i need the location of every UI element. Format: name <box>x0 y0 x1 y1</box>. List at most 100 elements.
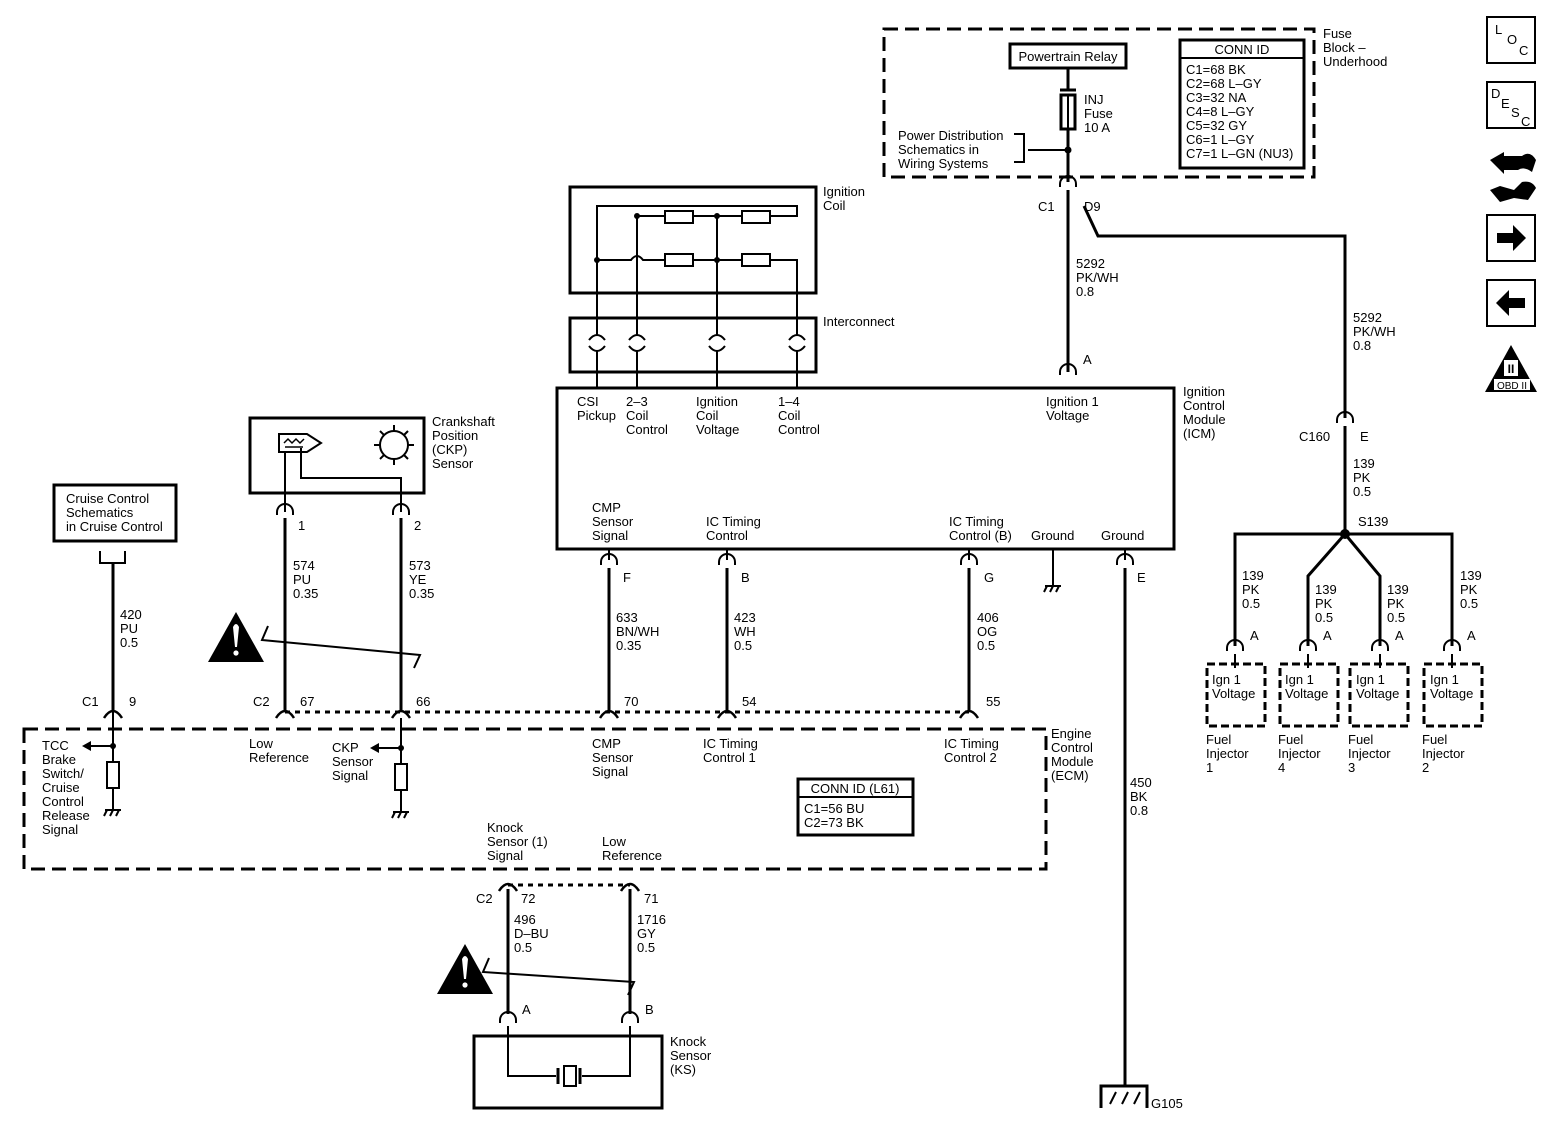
fuel-injector-3: 139 PK 0.5 A Ign 1 Voltage Fuel Injector… <box>1348 582 1410 775</box>
desc-button[interactable]: D E S C <box>1486 81 1536 129</box>
power-ref-3: Wiring Systems <box>898 156 989 171</box>
icm-pin-label: Sensor <box>592 514 634 529</box>
injector-box-text: Ign 1 <box>1356 672 1385 687</box>
wire-label: PK <box>1353 470 1371 485</box>
ground-label: G105 <box>1151 1096 1183 1111</box>
icm-pin-e: E <box>1137 570 1146 585</box>
ignition-coil: Ignition Coil <box>568 184 865 318</box>
cruise-label-3: in Cruise Control <box>66 519 163 534</box>
warning-icon <box>208 612 264 662</box>
icm-pin-label: Ignition 1 <box>1046 394 1099 409</box>
fuse-block-label-1: Fuse <box>1323 26 1352 41</box>
icm-pin-label: CMP <box>592 500 621 515</box>
ict2-label: Control 2 <box>944 750 997 765</box>
obd-numeral: II <box>1508 362 1515 376</box>
tcc-label: Control <box>42 794 84 809</box>
cruise-control-ref: Cruise Control Schematics in Cruise Cont… <box>52 483 178 712</box>
wire-label: 633 <box>616 610 638 625</box>
d9-pin-label: D9 <box>1084 199 1101 214</box>
icm-pin-f: F <box>623 570 631 585</box>
wire-label: 450 <box>1130 775 1152 790</box>
previous-page-button[interactable] <box>1486 279 1536 327</box>
icm-pin-label: Ground <box>1101 528 1144 543</box>
ckp-pin-1: 1 <box>298 518 305 533</box>
cmp-signal-label: CMP <box>592 736 621 751</box>
c160-label: C160 <box>1299 429 1330 444</box>
wire-5292-injectors <box>1082 205 1347 418</box>
wire-label: 139 <box>1315 582 1337 597</box>
tcc-label: Cruise <box>42 780 80 795</box>
knock-pin-b: B <box>645 1002 654 1017</box>
wire-label: YE <box>409 572 427 587</box>
wire-label: WH <box>734 624 756 639</box>
wire-label: 139 <box>1387 582 1409 597</box>
wire-label: 0.5 <box>734 638 752 653</box>
ckp-pin-2: 2 <box>414 518 421 533</box>
icm-pin-a: A <box>1083 352 1092 367</box>
powertrain-relay-label: Powertrain Relay <box>1019 49 1118 64</box>
ecm-c2: C2 <box>253 694 270 709</box>
wire-label: PK <box>1242 582 1260 597</box>
knock-label-2: Sensor <box>670 1048 712 1063</box>
conn-id-row: C3=32 NA <box>1186 90 1247 105</box>
injector-pin: A <box>1323 628 1332 643</box>
injector-pin: A <box>1467 628 1476 643</box>
icm-label-4: (ICM) <box>1183 426 1216 441</box>
injector-label: 1 <box>1206 760 1213 775</box>
next-page-button[interactable] <box>1486 214 1536 262</box>
knock-sensor: Knock Sensor (KS) <box>472 1026 712 1110</box>
wire-label: 1716 <box>637 912 666 927</box>
ecm-pin: 67 <box>300 694 314 709</box>
injector-box-text: Voltage <box>1212 686 1255 701</box>
ict1-label: Control 1 <box>703 750 756 765</box>
wire-label: 0.35 <box>616 638 641 653</box>
warning-icon <box>437 944 493 994</box>
wire-label: PK <box>1387 596 1405 611</box>
injector-pin: A <box>1395 628 1404 643</box>
arrow-left-icon <box>1496 290 1525 316</box>
fuse-block-conn-id-table <box>1178 38 1306 170</box>
conn-id-row: C4=8 L–GY <box>1186 104 1255 119</box>
ecm-pin: 66 <box>416 694 430 709</box>
ecm-pin: 54 <box>742 694 756 709</box>
wiring-repair-icon[interactable] <box>1490 152 1536 202</box>
injector-box-text: Ign 1 <box>1430 672 1459 687</box>
wire-label: 0.8 <box>1353 338 1371 353</box>
loc-button[interactable]: L O C <box>1486 16 1536 64</box>
injector-label: Fuel <box>1422 732 1447 747</box>
injector-label: Injector <box>1348 746 1391 761</box>
desc-letter: D <box>1491 86 1500 101</box>
conn-id-row: C2=73 BK <box>804 815 864 830</box>
fuse-name: INJ <box>1084 92 1104 107</box>
cmp-signal-label: Sensor <box>592 750 634 765</box>
ecm-label-4: (ECM) <box>1051 768 1089 783</box>
fuel-injector-2: 139 PK 0.5 A Ign 1 Voltage Fuel Injector… <box>1422 568 1484 775</box>
icm-pin-label: CSI <box>577 394 599 409</box>
wire-label: GY <box>637 926 656 941</box>
cruise-label-2: Schematics <box>66 505 134 520</box>
injector-box-text: Voltage <box>1430 686 1473 701</box>
icm-pin-label: Control (B) <box>949 528 1012 543</box>
ecm-label-3: Module <box>1051 754 1094 769</box>
injector-pin: A <box>1250 628 1259 643</box>
injector-box-text: Ign 1 <box>1285 672 1314 687</box>
ckp-signal-label: Sensor <box>332 754 374 769</box>
tcc-label: Switch/ <box>42 766 84 781</box>
wire-label: 0.5 <box>120 635 138 650</box>
obd-ii-button[interactable]: II OBD II <box>1485 345 1537 392</box>
icm-pin-label: 1–4 <box>778 394 800 409</box>
tcc-label: Release <box>42 808 90 823</box>
icm-pin-label: Coil <box>626 408 649 423</box>
wire-label: 0.5 <box>514 940 532 955</box>
fuse-rating: 10 A <box>1084 120 1110 135</box>
icm-pin-label: Ignition <box>696 394 738 409</box>
injector-label: Injector <box>1422 746 1465 761</box>
twisted-pair-mark <box>260 625 422 669</box>
fuel-injector-1: 139 PK 0.5 A Ign 1 Voltage Fuel Injector… <box>1205 568 1267 775</box>
engine-control-module: Engine Control Module (ECM) C1 9 C2 67 6… <box>22 694 1094 871</box>
power-ref-1: Power Distribution <box>898 128 1004 143</box>
fuse-block-label-2: Block – <box>1323 40 1366 55</box>
wire-label: PK/WH <box>1076 270 1119 285</box>
ecm-c1: C1 <box>82 694 99 709</box>
